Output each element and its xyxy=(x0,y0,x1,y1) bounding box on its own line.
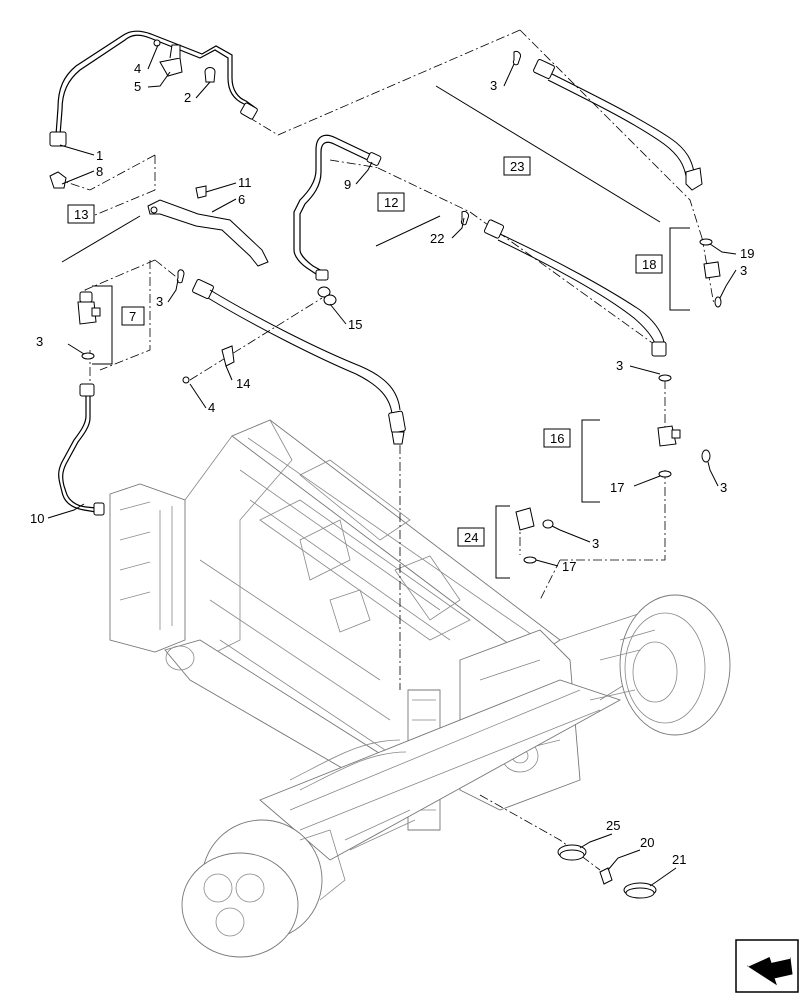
bolt-4-lower xyxy=(182,376,190,384)
callout-17-group24: 17 xyxy=(562,559,576,574)
callout-3-right-mid: 3 xyxy=(616,358,623,373)
callout-leaders xyxy=(47,44,737,887)
boxed-callouts: 13 7 12 23 18 16 24 xyxy=(67,156,663,547)
boxed-callout-13: 13 xyxy=(67,204,95,224)
callout-11: 11 xyxy=(238,175,252,190)
group-bracket-23 xyxy=(435,85,661,223)
bolt-20 xyxy=(599,867,613,885)
callout-9: 9 xyxy=(344,177,351,192)
hydraulic-tube-9 xyxy=(293,134,382,281)
clamp-21 xyxy=(623,882,657,899)
boxed-callout-16: 16 xyxy=(543,428,571,448)
callout-14: 14 xyxy=(236,376,250,391)
boxed-callout-12: 12 xyxy=(377,192,405,212)
callout-3-left: 3 xyxy=(36,334,43,349)
washer-3-left xyxy=(81,352,95,360)
callout-4-lower: 4 xyxy=(208,400,215,415)
callout-5: 5 xyxy=(134,79,141,94)
previous-page-arrow-icon[interactable] xyxy=(735,939,799,993)
svg-text:18: 18 xyxy=(642,257,656,272)
boxed-callout-18: 18 xyxy=(635,254,663,274)
group-bracket-24 xyxy=(495,505,510,579)
svg-text:13: 13 xyxy=(74,207,88,222)
group-bracket-12 xyxy=(375,215,441,247)
group-bracket-18 xyxy=(669,227,690,311)
axle-frame-assembly xyxy=(109,419,731,958)
bolt-4-upper xyxy=(153,39,161,47)
callout-21: 21 xyxy=(672,852,686,867)
fitting-18 xyxy=(699,238,722,308)
callout-8: 8 xyxy=(96,164,103,179)
callout-3-hose: 3 xyxy=(156,294,163,309)
svg-text:12: 12 xyxy=(384,195,398,210)
callout-4-upper: 4 xyxy=(134,61,141,76)
fitting-8 xyxy=(49,171,67,189)
callout-2: 2 xyxy=(184,90,191,105)
callout-3-right-upper: 3 xyxy=(740,263,747,278)
callout-19: 19 xyxy=(740,246,754,261)
bracket-6 xyxy=(147,199,269,267)
callout-15: 15 xyxy=(348,317,362,332)
callout-3-top: 3 xyxy=(490,78,497,93)
svg-text:23: 23 xyxy=(510,159,524,174)
boxed-callout-7: 7 xyxy=(121,306,145,326)
clamp-25 xyxy=(557,844,587,861)
callout-labels: 1 8 4 5 2 11 6 3 9 22 3 15 3 14 4 10 19 … xyxy=(30,61,754,867)
callout-25: 25 xyxy=(606,818,620,833)
callout-6: 6 xyxy=(238,192,245,207)
callout-10: 10 xyxy=(30,511,44,526)
hydraulic-tube-1 xyxy=(49,30,258,147)
boxed-callout-23: 23 xyxy=(503,156,531,176)
svg-text:16: 16 xyxy=(550,431,564,446)
clamp-2 xyxy=(204,67,216,83)
fitting-16 xyxy=(657,374,711,478)
svg-text:7: 7 xyxy=(129,309,136,324)
fitting-24 xyxy=(515,507,554,564)
callout-17-right: 17 xyxy=(610,480,624,495)
hose-12 xyxy=(461,211,667,357)
callout-3-group24: 3 xyxy=(592,536,599,551)
callout-20: 20 xyxy=(640,835,654,850)
valve-7 xyxy=(77,291,101,325)
callout-3-right-lower: 3 xyxy=(720,480,727,495)
svg-text:24: 24 xyxy=(464,530,478,545)
group-bracket-13 xyxy=(61,215,141,263)
hydraulic-tube-10 xyxy=(58,383,105,516)
hose-23 xyxy=(513,51,703,191)
assembly-leader-lines xyxy=(59,29,715,871)
hose-long xyxy=(177,269,406,445)
clamp-15 xyxy=(317,286,337,306)
boxed-callout-24: 24 xyxy=(457,527,485,547)
group-bracket-16 xyxy=(581,419,600,503)
clamp-11 xyxy=(195,185,207,199)
clamp-14 xyxy=(221,345,235,367)
clamp-5 xyxy=(159,44,183,77)
group-bracket-7 xyxy=(92,285,113,365)
callout-22: 22 xyxy=(430,231,444,246)
callout-1: 1 xyxy=(96,148,103,163)
